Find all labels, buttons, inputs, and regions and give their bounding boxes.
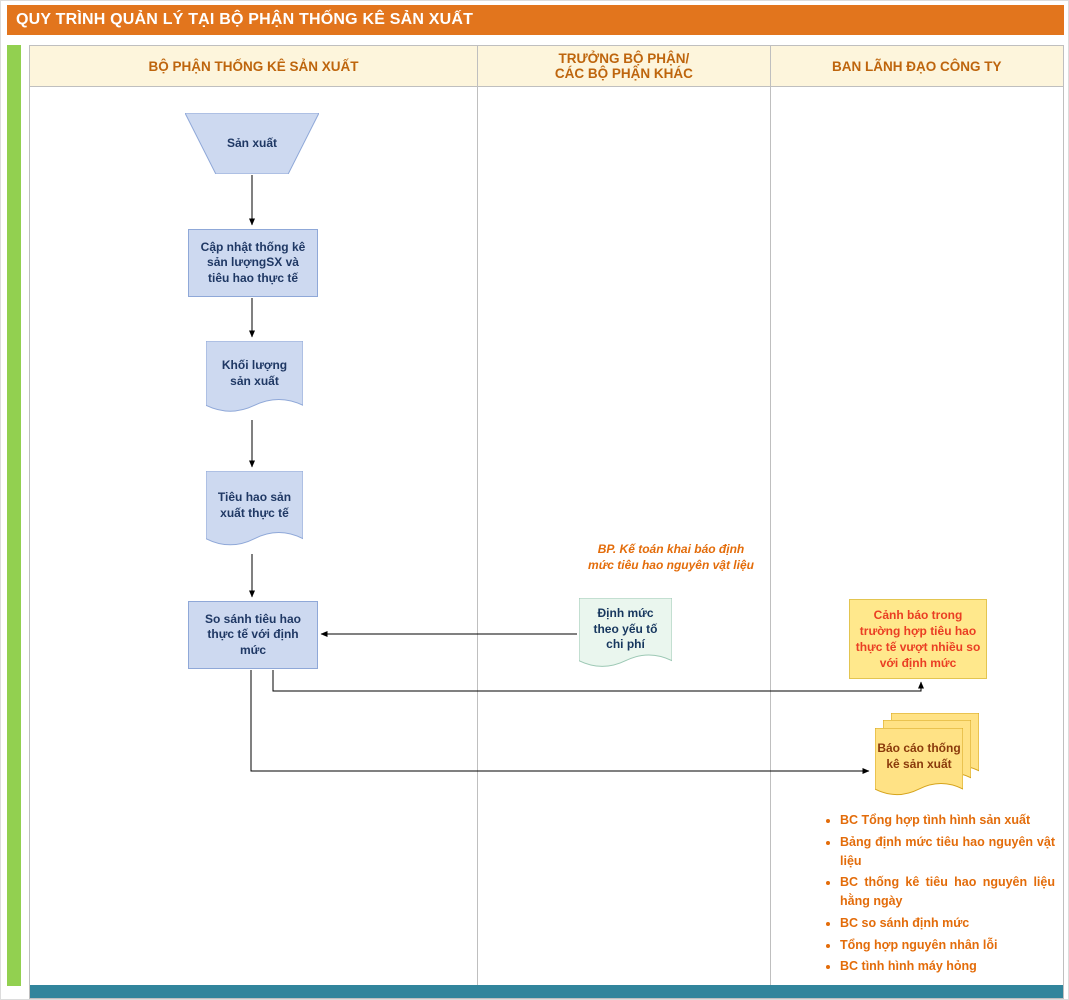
document-shape <box>206 471 303 553</box>
node-label: Sản xuất <box>226 135 277 150</box>
document-shape-front <box>875 728 963 802</box>
lane-header-statistics-dept: BỘ PHẬN THỐNG KÊ SẢN XUẤT <box>30 46 479 86</box>
page-title: QUY TRÌNH QUẢN LÝ TẠI BỘ PHẬN THỐNG KÊ S… <box>7 5 1064 35</box>
left-accent-strip <box>7 45 21 986</box>
node-label: Tiêu hao sản xuất thực tế <box>217 489 292 520</box>
lane-header-row: BỘ PHẬN THỐNG KÊ SẢN XUẤT TRƯỞNG BỘ PHẬN… <box>30 46 1063 87</box>
node-label: Báo cáo thống kê sản xuất <box>877 741 961 771</box>
lane-header-dept-head: TRƯỞNG BỘ PHẬN/ CÁC BỘ PHẬN KHÁC <box>478 46 771 86</box>
bottom-accent-strip <box>30 985 1063 998</box>
flow-process-update-stats: Cập nhật thống kê sản lượngSX và tiêu ha… <box>188 229 318 297</box>
report-list-item: BC tình hình máy hỏng <box>840 957 1055 976</box>
lane-body-statistics-dept <box>30 87 479 985</box>
node-label: Khối lượng sản xuất <box>221 357 288 388</box>
report-list-item: Tổng hợp nguyên nhân lỗi <box>840 936 1055 955</box>
flow-process-compare: So sánh tiêu hao thực tế với định mức <box>188 601 318 669</box>
report-list-item: BC thống kê tiêu hao nguyên liệu hằng ng… <box>840 873 1055 911</box>
lane-body-dept-head <box>478 87 771 985</box>
flow-trapezoid-production: Sản xuất <box>185 113 319 174</box>
flow-doc-cost-norm: Định mức theo yếu tố chi phí <box>579 598 672 674</box>
flow-doc-production-volume: Khối lượng sản xuất <box>206 341 303 419</box>
warning-box: Cảnh báo trong trường hợp tiêu hao thực … <box>849 599 987 679</box>
report-list-item: Bảng định mức tiêu hao nguyên vật liệu <box>840 833 1055 871</box>
swimlane-table: BỘ PHẬN THỐNG KÊ SẢN XUẤT TRƯỞNG BỘ PHẬN… <box>29 45 1064 999</box>
trapezoid-shape <box>185 113 319 174</box>
lane-header-leadership: BAN LÃNH ĐẠO CÔNG TY <box>832 58 1002 74</box>
lane-body-row <box>30 87 1063 985</box>
node-label: Định mức theo yếu tố chi phí <box>593 606 658 652</box>
document-shape <box>579 598 672 674</box>
report-list: BC Tổng hợp tình hình sản xuất Bảng định… <box>823 811 1055 979</box>
report-doc-stack: Báo cáo thống kê sản xuất <box>875 713 981 805</box>
document-shape <box>206 341 303 419</box>
flow-doc-actual-consumption: Tiêu hao sản xuất thực tế <box>206 471 303 553</box>
note-accounting: BP. Kế toán khai báo định mức tiêu hao n… <box>588 542 754 573</box>
report-list-item: BC Tổng hợp tình hình sản xuất <box>840 811 1055 830</box>
report-list-item: BC so sánh định mức <box>840 914 1055 933</box>
